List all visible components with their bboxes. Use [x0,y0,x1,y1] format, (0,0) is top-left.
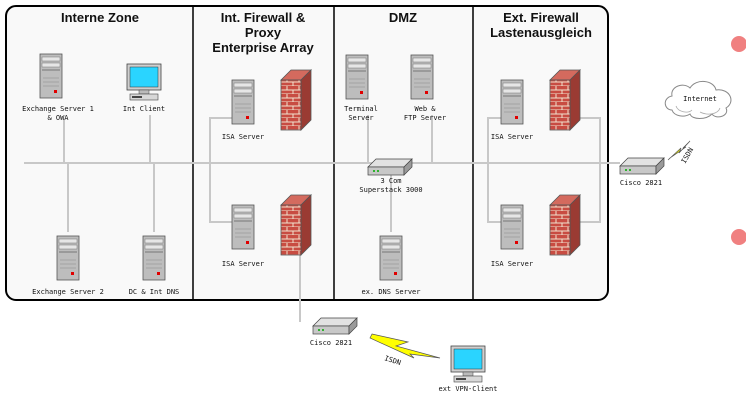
cisco-router-vpn-icon [312,317,358,335]
int-client-monitor-icon [126,63,162,101]
label-terminal-server: Server [348,114,373,122]
label-ext-dns-server: ex. DNS Server [361,288,420,296]
vpn-client-monitor-icon [450,345,486,383]
firewall-3-icon [549,69,581,131]
label-ftp-server: FTP Server [404,114,446,122]
label-isdn-vpn: ISDN [383,354,402,367]
ext-dns-server-icon [379,235,403,281]
label-int-client: Int Client [123,105,165,113]
cisco-router-ext-icon [619,157,665,175]
slide-bullet-2 [731,229,746,245]
dc-dns-server-icon [142,235,166,281]
exchange-server-1-icon [39,53,63,99]
isa-server-2-icon [231,204,255,250]
label-vpn-client: ext VPN-Client [438,385,497,393]
zone-title-ext-firewall-line2: Lastenausgleich [490,25,592,40]
isdn-vpn-lightning-icon [369,333,441,359]
zone-title-internal: Interne Zone [61,10,139,25]
label-web: Web & [414,105,436,113]
label-terminal: Terminal [344,105,378,113]
slide-bullet-1 [731,36,746,52]
label-exchange-owa: & OWA [47,114,69,122]
label-switch-3com: 3 Com [380,177,401,185]
zone-title-int-firewall-line3: Enterprise Array [212,40,314,55]
zone-title-ext-firewall-line1: Ext. Firewall [503,10,579,25]
isa-server-1-icon [231,79,255,125]
zone-title-dmz: DMZ [389,10,417,25]
terminal-server-icon [345,54,369,100]
label-dc-int-dns: DC & Int DNS [129,288,180,296]
label-isa-server-3: ISA Server [491,133,533,141]
firewall-1-icon [280,69,312,131]
label-isa-server-1: ISA Server [222,133,264,141]
firewall-2-icon [280,194,312,256]
label-internet: Internet [683,95,717,103]
label-exchange-server-1: Exchange Server 1 [22,105,94,113]
label-isa-server-4: ISA Server [491,260,533,268]
label-cisco-vpn: Cisco 2821 [310,339,352,347]
isa-server-4-icon [500,204,524,250]
isa-server-3-icon [500,79,524,125]
internet-cloud-icon [664,81,732,119]
label-cisco-ext: Cisco 2821 [620,179,662,187]
zone-title-int-firewall-line2: Proxy [245,25,282,40]
zone-title-int-firewall-line1: Int. Firewall & [221,10,306,25]
label-switch-superstack: Superstack 3000 [359,186,422,194]
firewall-4-icon [549,194,581,256]
exchange-server-2-icon [56,235,80,281]
label-isa-server-2: ISA Server [222,260,264,268]
web-ftp-server-icon [410,54,434,100]
network-links [24,115,620,322]
isdn-lightning-icon [667,140,691,161]
label-exchange-server-2: Exchange Server 2 [32,288,104,296]
switch-icon [367,158,413,176]
